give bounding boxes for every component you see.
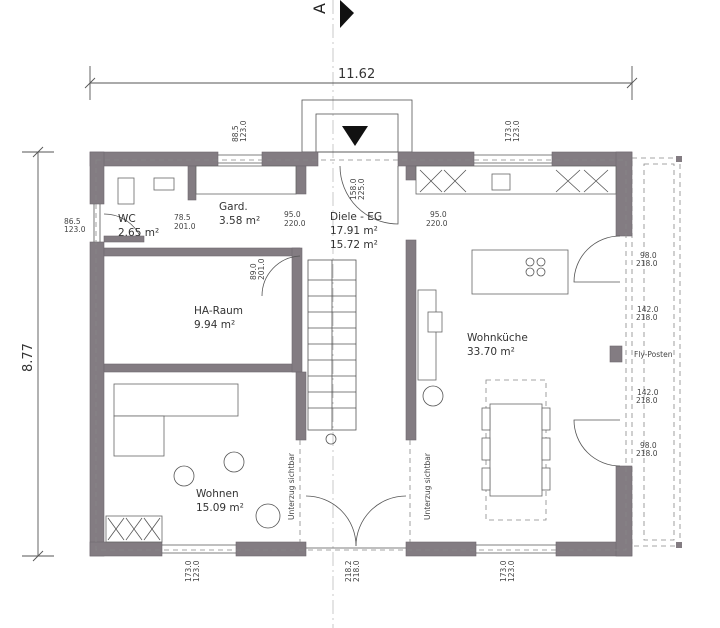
- svg-text:225.0: 225.0: [357, 178, 366, 200]
- svg-text:218.0: 218.0: [636, 449, 658, 458]
- section-arrow-icon: [340, 0, 354, 28]
- staircase: [307, 259, 357, 445]
- exterior-walls: [89, 151, 633, 557]
- svg-text:173.0: 173.0: [184, 560, 193, 582]
- room-area-ha-raum: 9.94 m²: [194, 319, 235, 331]
- svg-text:123.0: 123.0: [64, 225, 86, 234]
- depth-label: 8.77: [21, 343, 36, 372]
- svg-text:95.0: 95.0: [284, 210, 301, 219]
- svg-text:201.0: 201.0: [174, 222, 196, 231]
- room-area-gard: 3.58 m²: [219, 215, 260, 227]
- svg-text:142.0: 142.0: [637, 388, 659, 397]
- room-name-wohnkueche: Wohnküche: [467, 332, 528, 344]
- room-name-ha-raum: HA-Raum: [194, 305, 243, 317]
- svg-text:218.0: 218.0: [352, 560, 361, 582]
- room-area-wohnkueche: 33.70 m²: [467, 346, 515, 358]
- svg-text:86.5: 86.5: [64, 217, 81, 226]
- svg-text:89.0: 89.0: [249, 263, 258, 280]
- entrance-arrow-icon: [342, 126, 368, 146]
- room-area-wc: 2.65 m²: [118, 227, 159, 239]
- dining-table: [489, 403, 543, 497]
- beam-label-left: Unterzug sichtbar: [287, 452, 296, 520]
- svg-text:173.0: 173.0: [504, 120, 513, 142]
- svg-text:78.5: 78.5: [174, 213, 191, 222]
- room-area-diele: 17.91 m²: [330, 225, 378, 237]
- room-name-wohnen: Wohnen: [196, 488, 239, 500]
- svg-text:218.0: 218.0: [636, 396, 658, 405]
- kitchen-island: [471, 249, 569, 295]
- svg-text:123.0: 123.0: [239, 120, 248, 142]
- section-label: A: [310, 3, 329, 14]
- svg-text:95.0: 95.0: [430, 210, 447, 219]
- interior-walls: [103, 165, 417, 441]
- svg-text:142.0: 142.0: [637, 305, 659, 314]
- svg-text:123.0: 123.0: [512, 120, 521, 142]
- beam-label-right: Unterzug sichtbar: [423, 452, 432, 520]
- width-label: 11.62: [338, 67, 375, 82]
- svg-text:88.5: 88.5: [231, 125, 240, 142]
- svg-text:218.0: 218.0: [636, 313, 658, 322]
- room-area-wohnen: 15.09 m²: [196, 502, 244, 514]
- svg-text:218.2: 218.2: [344, 560, 353, 582]
- room-name-wc: WC: [118, 213, 136, 225]
- svg-text:158.0: 158.0: [349, 178, 358, 200]
- svg-text:218.0: 218.0: [636, 259, 658, 268]
- sofa: [113, 383, 239, 417]
- svg-text:220.0: 220.0: [284, 219, 306, 228]
- furniture: [105, 165, 617, 543]
- room-name-diele: Diele - EG: [330, 211, 382, 223]
- svg-text:123.0: 123.0: [507, 560, 516, 582]
- width-dimension: 11.62: [84, 66, 638, 100]
- svg-text:98.0: 98.0: [640, 251, 657, 260]
- depth-dimension: 8.77: [21, 146, 54, 562]
- svg-text:173.0: 173.0: [499, 560, 508, 582]
- svg-text:201.0: 201.0: [257, 258, 266, 280]
- svg-text:220.0: 220.0: [426, 219, 448, 228]
- post-label: Fly-Posten: [634, 350, 673, 359]
- openings: [93, 154, 621, 554]
- svg-text:123.0: 123.0: [192, 560, 201, 582]
- room-name-gard: Gard.: [219, 201, 248, 213]
- terrace-outline: [631, 157, 681, 547]
- room-area2-diele: 15.72 m²: [330, 239, 378, 251]
- svg-text:98.0: 98.0: [640, 441, 657, 450]
